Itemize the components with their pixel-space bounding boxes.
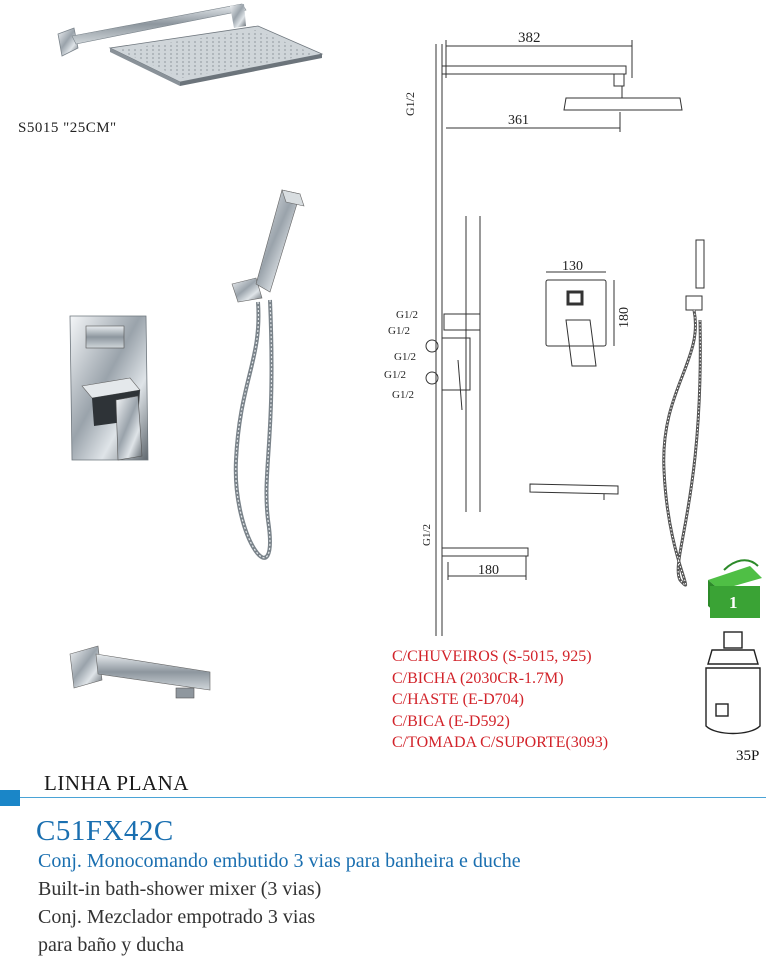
thread-label: G1/2 bbox=[394, 351, 416, 363]
thread-bottom: G1/2 bbox=[421, 524, 433, 546]
dim-panel-height: 180 bbox=[617, 307, 632, 328]
component-item: C/TOMADA C/SUPORTE(3093) bbox=[392, 734, 609, 751]
thread-top: G1/2 bbox=[403, 92, 417, 116]
shower-head-image bbox=[57, 3, 324, 86]
technical-diagram bbox=[425, 40, 683, 636]
description-es-line2: para baño y ducha bbox=[38, 934, 185, 956]
component-item: C/BICHA (2030CR-1.7M) bbox=[392, 669, 564, 687]
mixer-plate-image bbox=[69, 315, 149, 461]
dim-top: 382 bbox=[518, 30, 541, 46]
cartridge-box-icon bbox=[708, 559, 762, 618]
section-title: LINHA PLANA bbox=[44, 771, 189, 795]
description-pt: Conj. Monocomando embutido 3 vias para b… bbox=[38, 850, 521, 872]
thread-label: G1/2 bbox=[392, 389, 414, 401]
thread-label: G1/2 bbox=[396, 309, 418, 321]
component-item: C/BICA (E-D592) bbox=[392, 712, 510, 730]
component-item: C/CHUVEIROS (S-5015, 925) bbox=[392, 648, 592, 665]
thread-label: G1/2 bbox=[384, 369, 406, 381]
shower-head-model-label: S5015 "25CM" bbox=[18, 120, 117, 136]
spout-image bbox=[69, 645, 211, 699]
component-item: C/HASTE (E-D704) bbox=[392, 691, 524, 708]
dim-arm: 361 bbox=[508, 113, 529, 128]
cartridge-icon bbox=[705, 631, 761, 735]
box-number: 1 bbox=[729, 593, 738, 612]
section-marker bbox=[0, 790, 20, 806]
description-es: Conj. Mezclador empotrado 3 vias bbox=[38, 906, 316, 928]
section-divider bbox=[20, 797, 766, 798]
diagram-hand-shower bbox=[662, 239, 705, 587]
dim-panel-width: 130 bbox=[562, 259, 583, 274]
product-code: C51FX42C bbox=[36, 815, 174, 847]
thread-label: G1/2 bbox=[388, 325, 410, 337]
description-en: Built-in bath-shower mixer (3 vias) bbox=[38, 878, 322, 900]
component-list: C/CHUVEIROS (S-5015, 925) C/BICHA (2030C… bbox=[392, 646, 608, 754]
hand-shower-image bbox=[231, 189, 305, 560]
dim-spout: 180 bbox=[478, 563, 499, 578]
cartridge-label: 35P bbox=[736, 748, 760, 764]
